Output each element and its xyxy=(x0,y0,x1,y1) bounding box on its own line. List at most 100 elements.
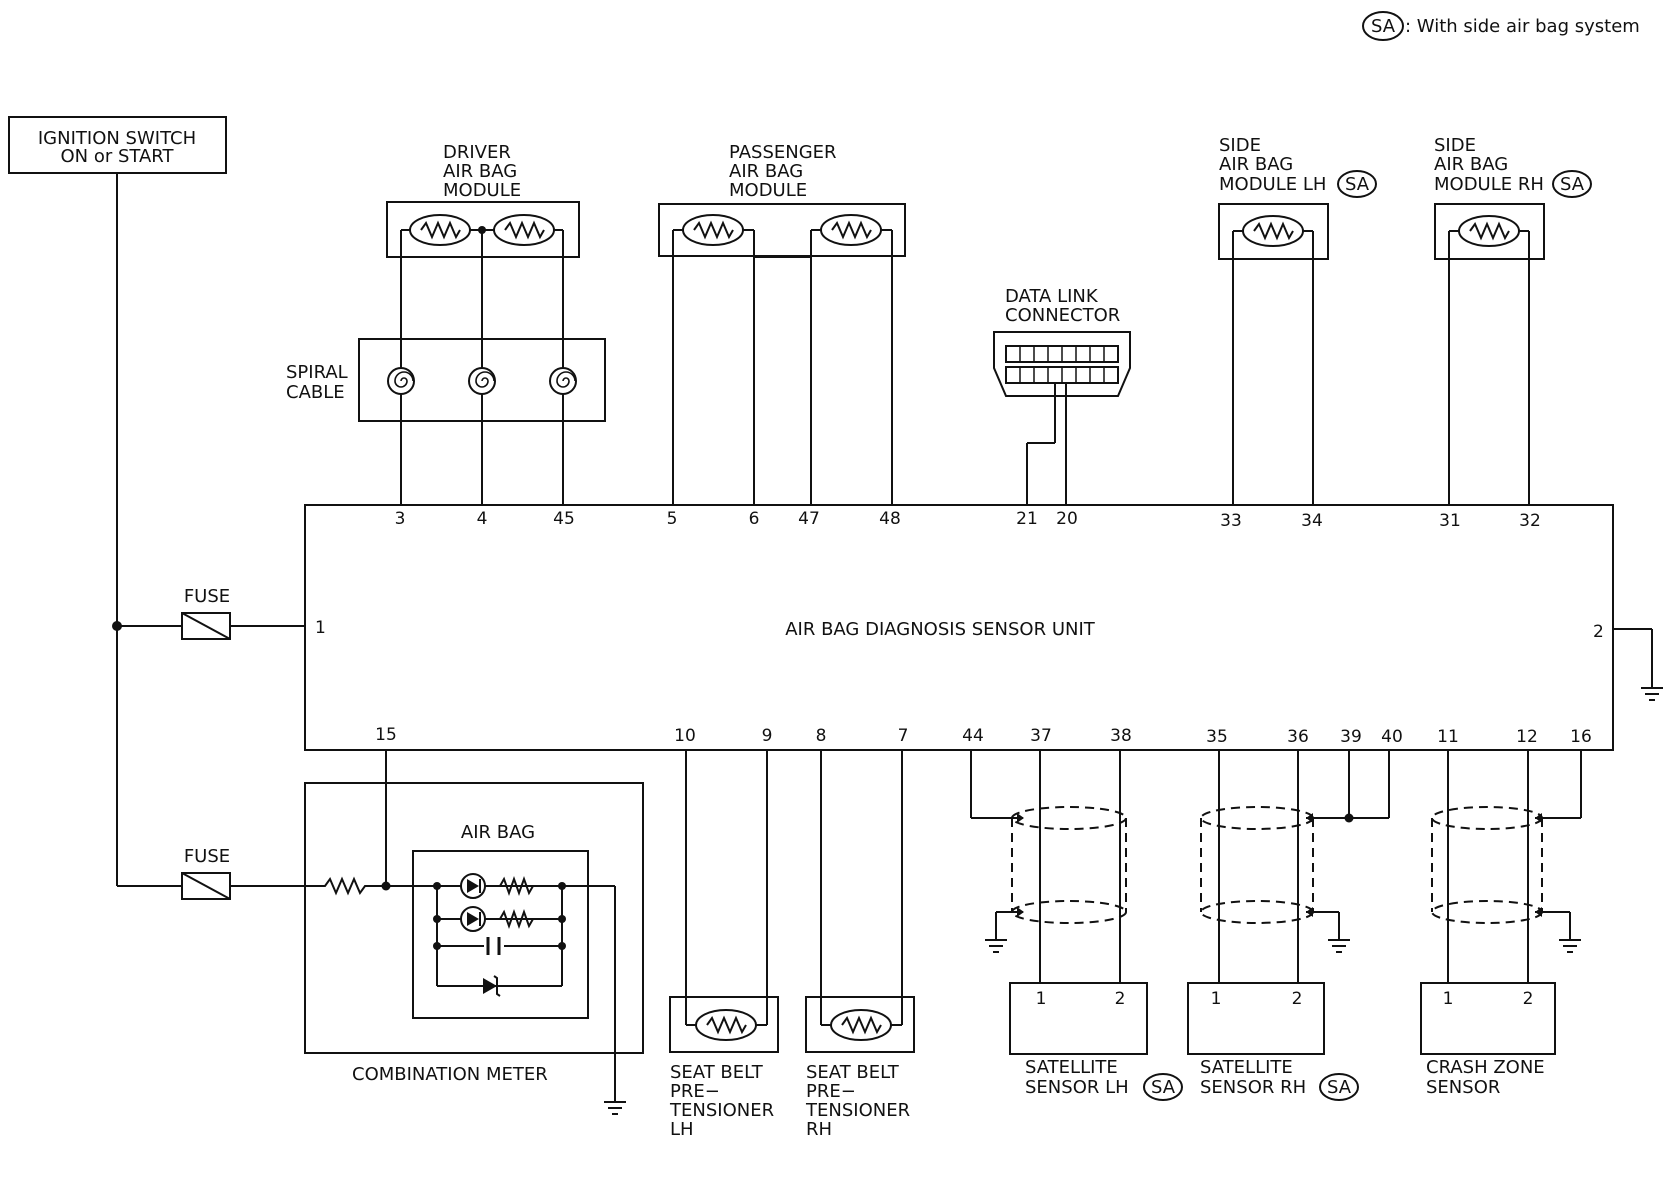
pin-16: 16 xyxy=(1570,727,1592,747)
fuse-1-label: FUSE xyxy=(184,586,230,607)
satellite-lh-badge-text: SA xyxy=(1151,1077,1176,1098)
pin-21: 21 xyxy=(1016,509,1038,529)
crash-zone-pin2: 2 xyxy=(1523,989,1534,1009)
pin-5: 5 xyxy=(667,509,678,529)
satellite-rh-line2: SENSOR RH xyxy=(1200,1077,1306,1098)
driver-air-bag-module: DRIVER AIR BAG MODULE xyxy=(386,142,580,368)
passenger-air-bag-module: PASSENGER AIR BAG MODULE xyxy=(658,142,906,505)
side-lh-line1: SIDE xyxy=(1219,135,1261,156)
satellite-rh-badge-text: SA xyxy=(1327,1077,1352,1098)
ground-crash-zone-icon xyxy=(1558,939,1582,953)
pin-3: 3 xyxy=(395,509,406,529)
crash-zone-line1: CRASH ZONE xyxy=(1426,1057,1545,1078)
ignition-line1: IGNITION SWITCH xyxy=(38,128,196,149)
pin-38: 38 xyxy=(1110,726,1132,746)
capacitor-icon xyxy=(484,936,504,956)
fuse-2-label: FUSE xyxy=(184,846,230,867)
pin-32: 32 xyxy=(1519,511,1541,531)
side-rh-squib-icon xyxy=(1458,215,1520,247)
spiral-cable: SPIRAL CABLE xyxy=(286,338,606,505)
pin-15: 15 xyxy=(375,725,397,745)
side-air-bag-module-rh: SIDE AIR BAG MODULE RH SA xyxy=(1434,135,1592,505)
passenger-line2: AIR BAG xyxy=(729,161,803,182)
ignition-switch: IGNITION SWITCH ON or START xyxy=(8,116,227,174)
led-2-icon xyxy=(460,906,534,932)
ground-satellite-lh-icon xyxy=(984,939,1008,953)
legend-text: : With side air bag system xyxy=(1405,16,1640,37)
pin-20: 20 xyxy=(1056,509,1078,529)
side-rh-badge-text: SA xyxy=(1560,174,1585,195)
spiral-coil-2-icon xyxy=(468,367,496,395)
side-rh-sa-badge xyxy=(1552,170,1592,198)
pretensioner-rh-squib-icon xyxy=(830,1009,892,1041)
driver-line3: MODULE xyxy=(443,180,521,201)
pin-10: 10 xyxy=(674,726,696,746)
satellite-sensor-lh: 1 2 SATELLITE SENSOR LH SA xyxy=(970,750,1183,1101)
side-lh-squib-icon xyxy=(1242,215,1304,247)
spiral-line2: CABLE xyxy=(286,382,345,403)
pin-4: 4 xyxy=(477,509,488,529)
zener-diode-icon xyxy=(483,975,501,997)
pretensioner-lh-line3: TENSIONER xyxy=(669,1100,774,1121)
data-link-connector: DATA LINK CONNECTOR xyxy=(993,286,1131,505)
sa-badge xyxy=(1362,11,1404,41)
pin-44: 44 xyxy=(962,726,984,746)
side-lh-sa-badge xyxy=(1337,170,1377,198)
pretensioner-rh-line2: PRE− xyxy=(806,1081,856,1102)
pin-31: 31 xyxy=(1439,511,1461,531)
pin-6: 6 xyxy=(749,509,760,529)
passenger-squib-2-icon xyxy=(820,214,882,246)
legend: SA : With side air bag system xyxy=(1362,11,1640,41)
spiral-coil-3-icon xyxy=(549,367,577,395)
pin-7: 7 xyxy=(898,726,909,746)
side-air-bag-module-lh: SIDE AIR BAG MODULE LH SA xyxy=(1218,135,1377,505)
pin-11: 11 xyxy=(1437,727,1459,747)
pin-1: 1 xyxy=(315,618,326,638)
driver-squib-2-icon xyxy=(493,214,555,246)
driver-line1: DRIVER xyxy=(443,142,511,163)
air-bag-warning-lamp xyxy=(412,850,589,1019)
satellite-lh-line1: SATELLITE xyxy=(1025,1057,1118,1078)
pin-45: 45 xyxy=(553,509,575,529)
air-bag-diagnosis-sensor-unit: AIR BAG DIAGNOSIS SENSOR UNIT 1 2 xyxy=(304,504,1614,751)
pretensioner-lh-line4: LH xyxy=(670,1119,694,1140)
combination-meter: COMBINATION METER AIR BAG xyxy=(304,750,644,1102)
pin-47: 47 xyxy=(798,509,820,529)
side-lh-badge-text: SA xyxy=(1345,174,1370,195)
pin-8: 8 xyxy=(816,726,827,746)
pretensioner-lh-line2: PRE− xyxy=(670,1081,720,1102)
ground-satellite-rh-icon xyxy=(1327,939,1351,953)
satellite-sensor-rh: 1 2 SATELLITE SENSOR RH SA xyxy=(1187,750,1390,1101)
spiral-line1: SPIRAL xyxy=(286,362,348,383)
pin-9: 9 xyxy=(762,726,773,746)
side-rh-line2: AIR BAG xyxy=(1434,154,1508,175)
satellite-rh-sa-badge xyxy=(1319,1073,1359,1101)
side-lh-line3: MODULE LH xyxy=(1219,174,1326,195)
ground-meter-icon xyxy=(603,1101,627,1115)
pretensioner-lh-line1: SEAT BELT xyxy=(670,1062,764,1083)
ignition-line2: ON or START xyxy=(60,146,174,167)
led-1-icon xyxy=(460,873,534,899)
side-rh-line1: SIDE xyxy=(1434,135,1476,156)
passenger-line3: MODULE xyxy=(729,180,807,201)
fuse-1-icon xyxy=(181,612,231,640)
pretensioner-rh-line1: SEAT BELT xyxy=(806,1062,900,1083)
pretensioner-lh-squib-icon xyxy=(695,1009,757,1041)
pretensioner-rh-line3: TENSIONER xyxy=(805,1100,910,1121)
pin-2: 2 xyxy=(1593,622,1604,642)
pin-34: 34 xyxy=(1301,511,1323,531)
satellite-rh-pin2: 2 xyxy=(1292,989,1303,1009)
pin-40: 40 xyxy=(1381,727,1403,747)
combination-meter-label: COMBINATION METER xyxy=(352,1064,548,1085)
side-rh-line3: MODULE RH xyxy=(1434,174,1544,195)
seat-belt-pretensioner-rh: SEAT BELT PRE− TENSIONER RH xyxy=(805,750,915,1140)
crash-zone-sensor: 1 2 CRASH ZONE SENSOR xyxy=(1420,750,1582,1098)
satellite-rh-pin1: 1 xyxy=(1211,989,1222,1009)
pin-35: 35 xyxy=(1206,727,1228,747)
driver-line2: AIR BAG xyxy=(443,161,517,182)
data-link-line2: CONNECTOR xyxy=(1005,305,1120,326)
fuse-2-icon xyxy=(181,872,231,900)
seat-belt-pretensioner-lh: SEAT BELT PRE− TENSIONER LH xyxy=(669,750,779,1140)
satellite-rh-line1: SATELLITE xyxy=(1200,1057,1293,1078)
spiral-coil-1-icon xyxy=(387,367,415,395)
